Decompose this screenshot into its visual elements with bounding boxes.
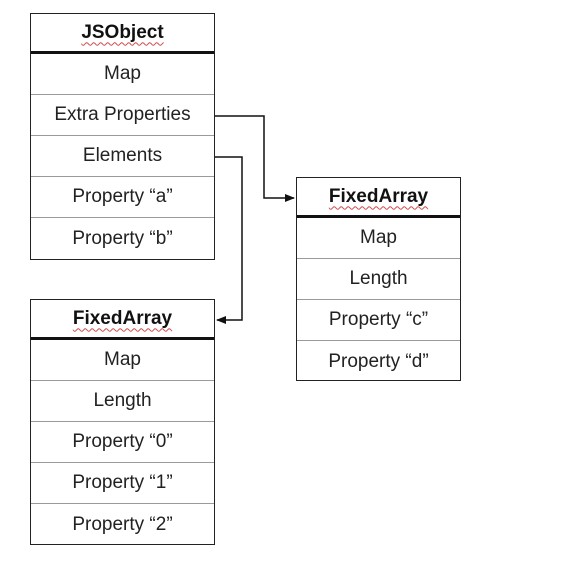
jsobject-field-map: Map (31, 54, 214, 95)
jsobject-field-extra-properties: Extra Properties (31, 95, 214, 136)
extra-properties-arrow (215, 115, 295, 202)
jsobject-box: JSObject Map Extra Properties Elements P… (30, 13, 215, 260)
properties-fixedarray-box: FixedArray Map Length Property “c” Prope… (296, 177, 461, 381)
elements-arrow (215, 156, 243, 324)
jsobject-field-elements: Elements (31, 136, 214, 177)
jsobject-title: JSObject (31, 14, 214, 54)
elements-field-property-2: Property “2” (72, 513, 173, 535)
properties-field-property-c: Property “c” (297, 300, 460, 341)
properties-field-length: Length (297, 259, 460, 300)
elements-field-property-1: Property “1” (31, 463, 214, 504)
elements-field-map: Map (31, 340, 214, 381)
jsobject-field-property-a: Property “a” (31, 177, 214, 218)
properties-field-property-d: Property “d” (328, 350, 429, 372)
elements-field-length: Length (31, 381, 214, 422)
properties-field-map: Map (297, 218, 460, 259)
elements-fixedarray-title: FixedArray (31, 300, 214, 340)
elements-fixedarray-box: FixedArray Map Length Property “0” Prope… (30, 299, 215, 545)
jsobject-field-property-b: Property “b” (72, 227, 173, 249)
properties-fixedarray-title: FixedArray (297, 178, 460, 218)
elements-field-property-0: Property “0” (31, 422, 214, 463)
